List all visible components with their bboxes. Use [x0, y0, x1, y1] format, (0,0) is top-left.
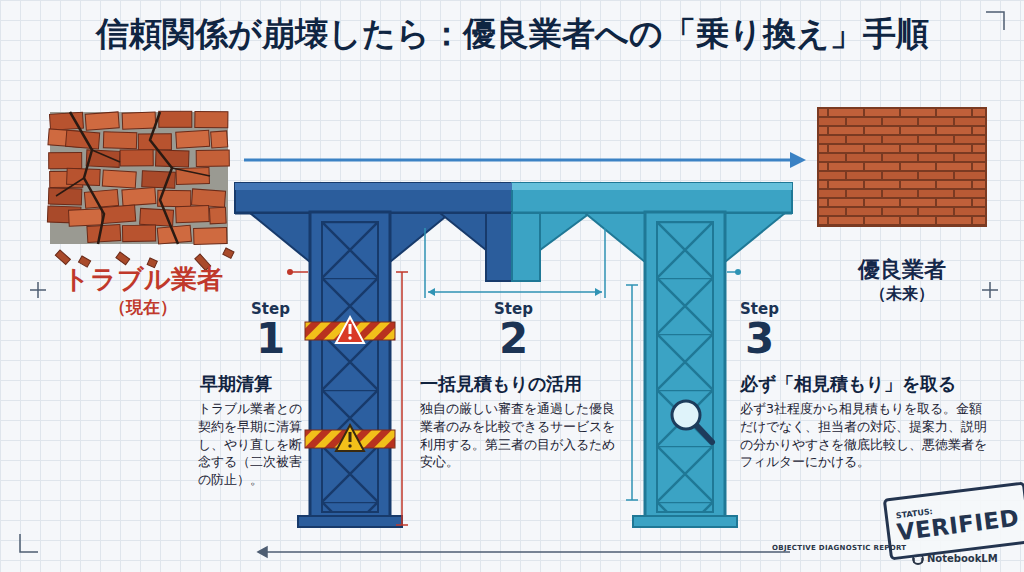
step-heading: 必ず「相見積もり」を取る [740, 372, 956, 395]
brick [49, 152, 82, 168]
brick [87, 224, 121, 242]
brick [102, 205, 136, 223]
step-word: Step [494, 300, 533, 320]
brick [159, 111, 192, 127]
brick [176, 206, 210, 223]
crack [70, 112, 104, 244]
brick [102, 170, 136, 188]
report-caption: OBJECTIVE DIAGNOSTIC REPORT [772, 544, 906, 553]
cracked-brick-wall [47, 111, 234, 270]
wall-label-box: トラブル業者（現在） [45, 105, 240, 318]
step-word: Step [251, 300, 290, 320]
brick [84, 190, 118, 209]
arrow-head [790, 152, 806, 168]
crack [150, 112, 178, 244]
step-number: 3 [745, 318, 774, 360]
step-heading: 一括見積もりの活用 [420, 372, 582, 395]
brick [192, 189, 226, 207]
brick [69, 209, 103, 227]
brick [196, 150, 229, 166]
step-body: 独自の厳しい審査を通過した優良業者のみを比較できるサービスを利用する。第三者の目… [420, 400, 624, 471]
brick [209, 207, 226, 224]
step-word: Step [740, 300, 779, 320]
brick [120, 150, 153, 166]
left-pier [298, 212, 402, 527]
brick [122, 112, 156, 129]
step-body: トラブル業者との契約を早期に清算し、やり直しを断念する（二次被害の防止）。 [198, 400, 306, 489]
flow-arrow [244, 152, 806, 168]
bridge-deck [235, 183, 792, 213]
title: 信頼関係が崩壊したら：優良業者への「乗り換え」手順 [0, 14, 1024, 54]
node-subtext: （現在） [109, 296, 177, 318]
step-number: 1 [256, 318, 285, 360]
crack [56, 178, 84, 196]
mortar [50, 112, 228, 244]
step-heading: 早期清算 [200, 372, 272, 395]
brick [103, 132, 136, 149]
dimension-lines [287, 228, 741, 525]
brick [122, 225, 155, 242]
frame-marks [20, 12, 1004, 557]
brick [122, 188, 156, 206]
brick [195, 111, 228, 127]
rubble [116, 252, 130, 265]
rubble [55, 250, 70, 265]
brand-mark: NotebookLM [927, 552, 998, 565]
arrow-shaft [244, 159, 792, 162]
brick [194, 228, 227, 245]
rubble [223, 248, 234, 258]
node-subtext: （未来） [870, 284, 934, 305]
crack [172, 168, 210, 176]
brick-wall [818, 108, 986, 226]
crack [92, 150, 120, 162]
right-pier [633, 212, 737, 527]
brick [176, 130, 210, 148]
brick [211, 131, 228, 148]
wall-label-box: 優良業者（未来） [810, 100, 994, 305]
node-heading: トラブル業者 [63, 263, 223, 296]
step-number: 2 [499, 318, 528, 360]
step-body: 必ず3社程度から相見積もりを取る。金額だけでなく、担当者の対応、提案力、説明の分… [740, 400, 992, 471]
brick [85, 112, 119, 130]
node-heading: 優良業者 [858, 256, 946, 285]
